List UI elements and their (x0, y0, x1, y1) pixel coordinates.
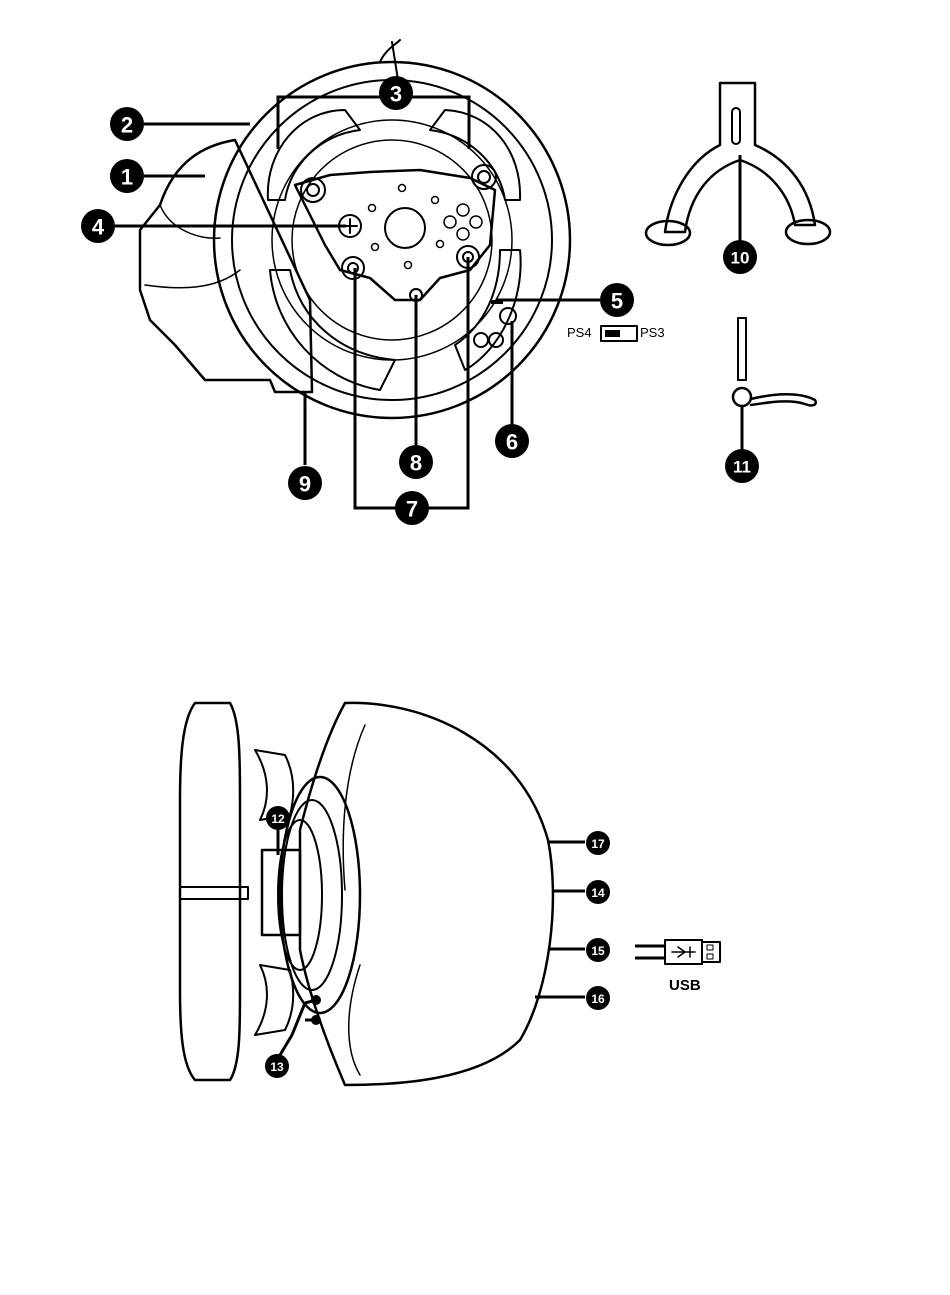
svg-text:16: 16 (591, 992, 605, 1006)
svg-text:10: 10 (731, 249, 750, 268)
svg-text:7: 7 (406, 497, 418, 522)
switch-right-label: PS3 (640, 325, 665, 340)
badge-11: 11 (725, 449, 759, 483)
svg-text:6: 6 (506, 430, 518, 455)
svg-text:15: 15 (591, 944, 605, 958)
platform-switch: PS4 PS3 (567, 325, 665, 341)
svg-text:4: 4 (92, 215, 105, 240)
badge-3: 3 (379, 76, 413, 110)
screw-illustration (733, 318, 816, 406)
svg-text:12: 12 (271, 812, 285, 826)
usb-connector-illustration: USB (665, 940, 720, 994)
badge-15: 15 (586, 938, 610, 962)
front-callout-lines (115, 97, 742, 508)
badge-14: 14 (586, 880, 610, 904)
svg-text:14: 14 (591, 886, 605, 900)
badge-16: 16 (586, 986, 610, 1010)
badge-13: 13 (265, 1054, 289, 1078)
badge-8: 8 (399, 445, 433, 479)
svg-text:11: 11 (733, 458, 751, 477)
svg-text:13: 13 (270, 1060, 284, 1074)
svg-text:2: 2 (121, 113, 133, 138)
wheel-side-illustration (180, 703, 553, 1085)
svg-text:17: 17 (591, 837, 605, 851)
badge-6: 6 (495, 424, 529, 458)
badge-1: 1 (110, 159, 144, 193)
switch-left-label: PS4 (567, 325, 592, 340)
svg-text:1: 1 (121, 165, 133, 190)
badge-5: 5 (600, 283, 634, 317)
badge-9: 9 (288, 466, 322, 500)
usb-label: USB (669, 977, 701, 994)
badge-4: 4 (81, 209, 115, 243)
svg-text:8: 8 (410, 451, 422, 476)
badge-17: 17 (586, 831, 610, 855)
svg-text:5: 5 (611, 289, 623, 314)
badge-12: 12 (266, 806, 290, 830)
badge-2: 2 (110, 107, 144, 141)
badge-10: 10 (723, 240, 757, 274)
svg-text:3: 3 (390, 82, 402, 107)
clamp-illustration (646, 83, 830, 245)
badge-7: 7 (395, 491, 429, 525)
svg-text:9: 9 (299, 472, 311, 497)
